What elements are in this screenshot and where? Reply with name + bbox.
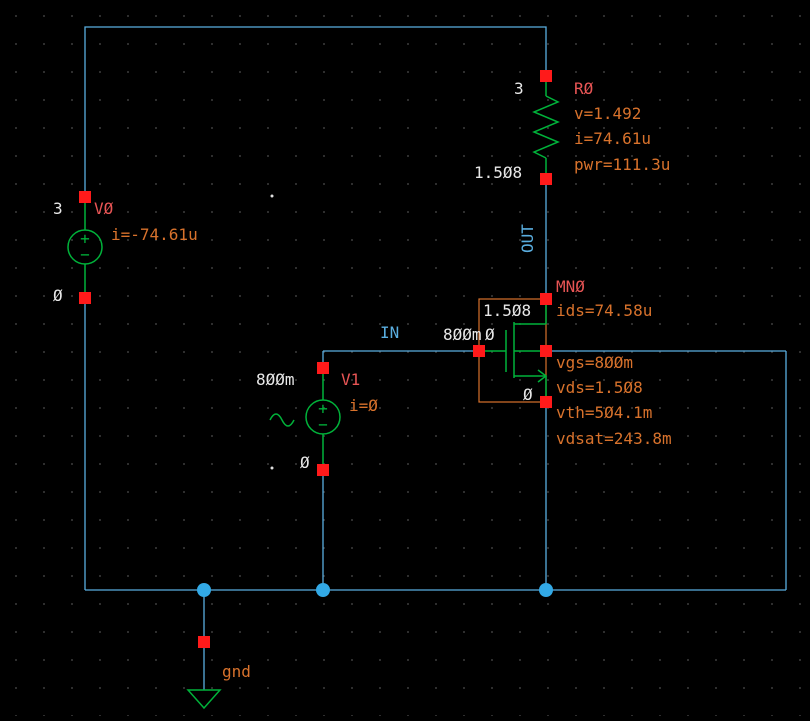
pins [79, 70, 552, 648]
gnd-pin[interactable] [198, 636, 210, 648]
v1-name[interactable]: V1 [341, 370, 360, 389]
r0-bottom-node-voltage: 1.5Ø8 [474, 163, 522, 182]
grid-marker [270, 466, 274, 470]
v0-minus-sign: − [80, 245, 90, 264]
r0-top-node-voltage: 3 [514, 79, 524, 98]
mn0-gate-voltage: 8ØØm [443, 325, 482, 344]
wire-top-loop[interactable] [84, 26, 547, 197]
sine-wave-icon [269, 413, 295, 427]
v0-top-node-voltage: 3 [53, 199, 63, 218]
v1-current: i=Ø [349, 396, 378, 415]
v0-pin-plus[interactable] [79, 191, 91, 203]
r0-pin-top[interactable] [540, 70, 552, 82]
net-label-in[interactable]: IN [380, 323, 399, 342]
mn0-pin-drain[interactable] [540, 293, 552, 305]
junctions [197, 583, 553, 597]
net-label-gnd[interactable]: gnd [222, 662, 251, 681]
ground-symbol[interactable] [186, 689, 222, 710]
mn0-vdsat: vdsat=243.8m [556, 429, 672, 448]
v1-pin-plus[interactable] [317, 362, 329, 374]
r0-current: i=74.61u [574, 129, 651, 148]
junction-node[interactable] [316, 583, 330, 597]
mn0-drain-voltage: 1.5Ø8 [483, 301, 531, 320]
v1-top-node-voltage: 8ØØm [256, 370, 295, 389]
mn0-source-voltage: Ø [523, 385, 533, 404]
mn0-bulk-voltage: Ø [485, 325, 495, 344]
v0-name[interactable]: VØ [94, 199, 114, 218]
resistor-r0[interactable] [532, 76, 560, 179]
r0-voltage: v=1.492 [574, 104, 641, 123]
net-label-out[interactable]: OUT [518, 224, 537, 253]
mn0-pin-gate[interactable] [473, 345, 485, 357]
v0-pin-minus[interactable] [79, 292, 91, 304]
v1-minus-sign: − [318, 415, 328, 434]
v0-bottom-node-voltage: Ø [53, 286, 63, 305]
r0-pin-bottom[interactable] [540, 173, 552, 185]
wires [84, 26, 787, 690]
mn0-pin-source[interactable] [540, 396, 552, 408]
junction-node[interactable] [539, 583, 553, 597]
mn0-source-arrow [537, 369, 548, 383]
mn0-vth: vth=5Ø4.1m [556, 403, 652, 422]
r0-power: pwr=111.3u [574, 155, 670, 174]
v1-pin-minus[interactable] [317, 464, 329, 476]
resistor-zigzag [532, 95, 560, 159]
v0-current: i=-74.61u [111, 225, 198, 244]
grid-marker [270, 194, 274, 198]
r0-name[interactable]: RØ [574, 79, 594, 98]
mn0-ids: ids=74.58u [556, 301, 652, 320]
junction-node[interactable] [197, 583, 211, 597]
mn0-vgs: vgs=8ØØm [556, 353, 633, 372]
mn0-pin-bulk[interactable] [540, 345, 552, 357]
mn0-vds: vds=1.5Ø8 [556, 378, 643, 397]
v1-plus-sign: + [318, 399, 328, 418]
voltage-source-v0[interactable]: + − [67, 197, 103, 298]
v1-bottom-node-voltage: Ø [300, 453, 310, 472]
ground-icon [186, 689, 222, 710]
mn0-name[interactable]: MNØ [556, 277, 585, 296]
v0-plus-sign: + [80, 229, 90, 248]
